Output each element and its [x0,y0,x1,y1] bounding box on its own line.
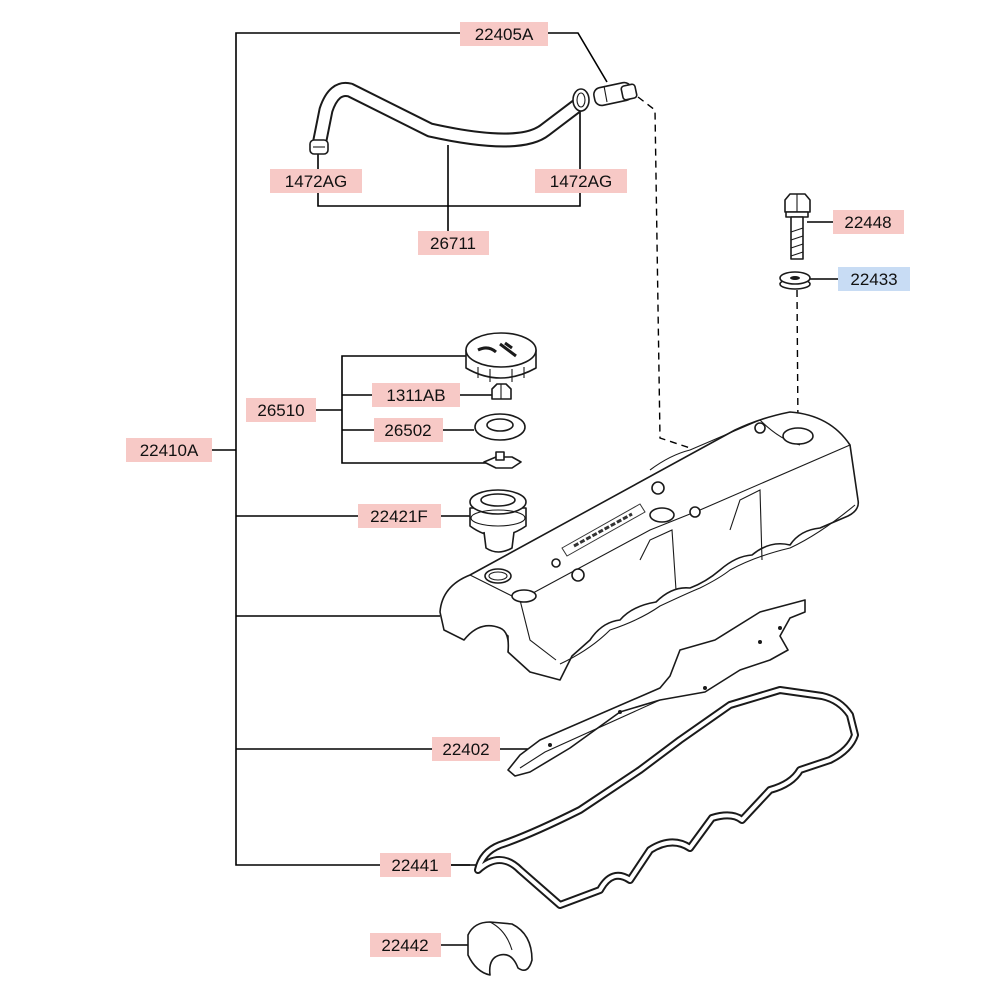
half-moon-seal [467,921,533,976]
svg-text:26711: 26711 [430,234,476,253]
label-1472AG-right: 1472AG [535,169,627,193]
label-1472AG-left: 1472AG [270,169,362,193]
leader-lines [212,32,838,946]
svg-text:1472AG: 1472AG [285,172,347,191]
oil-filler-cap [465,332,537,382]
label-22433: 22433 [838,267,910,291]
label-22448: 22448 [833,210,904,234]
washer [779,271,811,290]
separator-plate [507,599,806,777]
svg-text:26510: 26510 [257,401,304,420]
cap-nut [491,383,512,400]
label-22421F: 22421F [358,504,441,528]
breather-hose [312,81,586,148]
hose-clip-right [572,88,590,112]
rocker-cover [439,411,860,681]
label-22410A: 22410A [126,438,212,462]
svg-text:1311AB: 1311AB [386,386,445,405]
filler-neck [469,489,527,553]
svg-text:22421F: 22421F [370,507,428,526]
svg-text:1472AG: 1472AG [550,172,612,191]
svg-text:22402: 22402 [442,740,489,759]
label-26510: 26510 [246,398,316,422]
svg-text:26502: 26502 [384,421,431,440]
label-22442: 22442 [370,933,441,957]
svg-text:22441: 22441 [391,856,438,875]
label-22441: 22441 [380,853,451,877]
cap-gasket [474,413,526,441]
hose-clip-left [309,139,329,155]
label-22405A: 22405A [460,22,548,46]
svg-text:22433: 22433 [850,270,897,289]
label-26711: 26711 [418,231,489,255]
svg-text:22448: 22448 [844,213,891,232]
label-26502: 26502 [374,418,443,442]
breather-fitting [593,81,638,107]
bolt [784,193,811,260]
svg-text:22405A: 22405A [475,25,534,44]
rocker-cover-gasket [474,686,859,909]
cap-clip [483,451,522,469]
svg-text:22442: 22442 [381,936,428,955]
label-1311AB: 1311AB [372,383,460,407]
label-22402: 22402 [432,737,500,761]
svg-text:22410A: 22410A [140,441,199,460]
